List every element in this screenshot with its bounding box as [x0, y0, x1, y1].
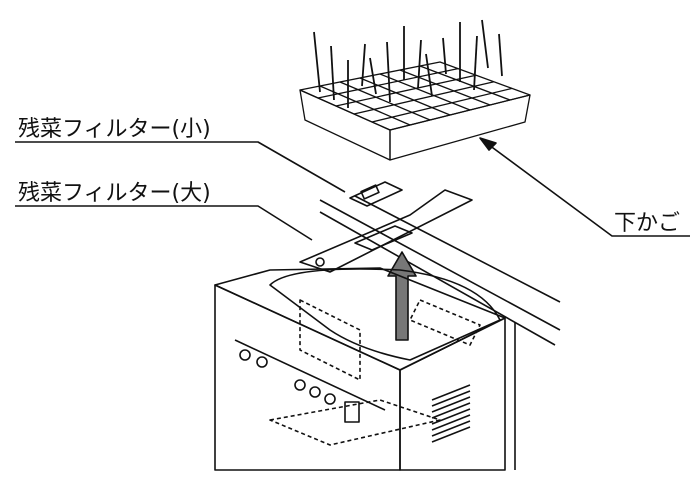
label-lower-basket: 下かご: [614, 211, 681, 236]
basket-tine: [386, 41, 391, 103]
basket-tine: [361, 43, 366, 87]
basket-tine: [442, 37, 447, 75]
basket-wire: [379, 73, 471, 111]
basket-wire: [419, 65, 511, 101]
basket-wire: [371, 87, 513, 123]
basket-tine: [481, 19, 489, 69]
residue-filter-small: [349, 181, 403, 207]
basket-wire: [339, 81, 431, 121]
vent-slot: [431, 408, 471, 425]
vent-slot: [431, 420, 471, 437]
vent-slot: [431, 426, 471, 443]
basket-tine: [313, 31, 321, 93]
arrowhead-icon: [479, 137, 497, 151]
basket-tine: [473, 35, 478, 91]
counter: [319, 195, 561, 346]
vent-slot: [431, 384, 471, 401]
dishwasher-body: [214, 267, 516, 471]
basket-tine: [425, 53, 433, 97]
basket-tine: [330, 45, 335, 101]
basket-wire: [335, 74, 477, 107]
vent-slot: [431, 402, 471, 419]
leader-filter-small: [15, 141, 346, 193]
leader-filter-large: [15, 205, 313, 241]
label-filter-small: 残菜フィルター(小): [18, 117, 211, 142]
lower-basket: [299, 19, 531, 161]
vent-slot: [431, 396, 471, 413]
label-filter-large: 残菜フィルター(大): [18, 181, 211, 206]
basket-wire: [317, 67, 459, 99]
up-arrow-icon: [387, 251, 417, 341]
leader-lower-basket: [484, 141, 690, 237]
basket-tine: [369, 57, 377, 95]
basket-wire: [319, 85, 411, 126]
leader-lines: [15, 137, 690, 241]
vent-slot: [431, 390, 471, 407]
basket-tine: [417, 39, 422, 89]
basket-tine: [498, 33, 503, 77]
basket-wire: [399, 69, 491, 106]
basket-wire: [353, 81, 495, 115]
vent-slot: [431, 414, 471, 431]
